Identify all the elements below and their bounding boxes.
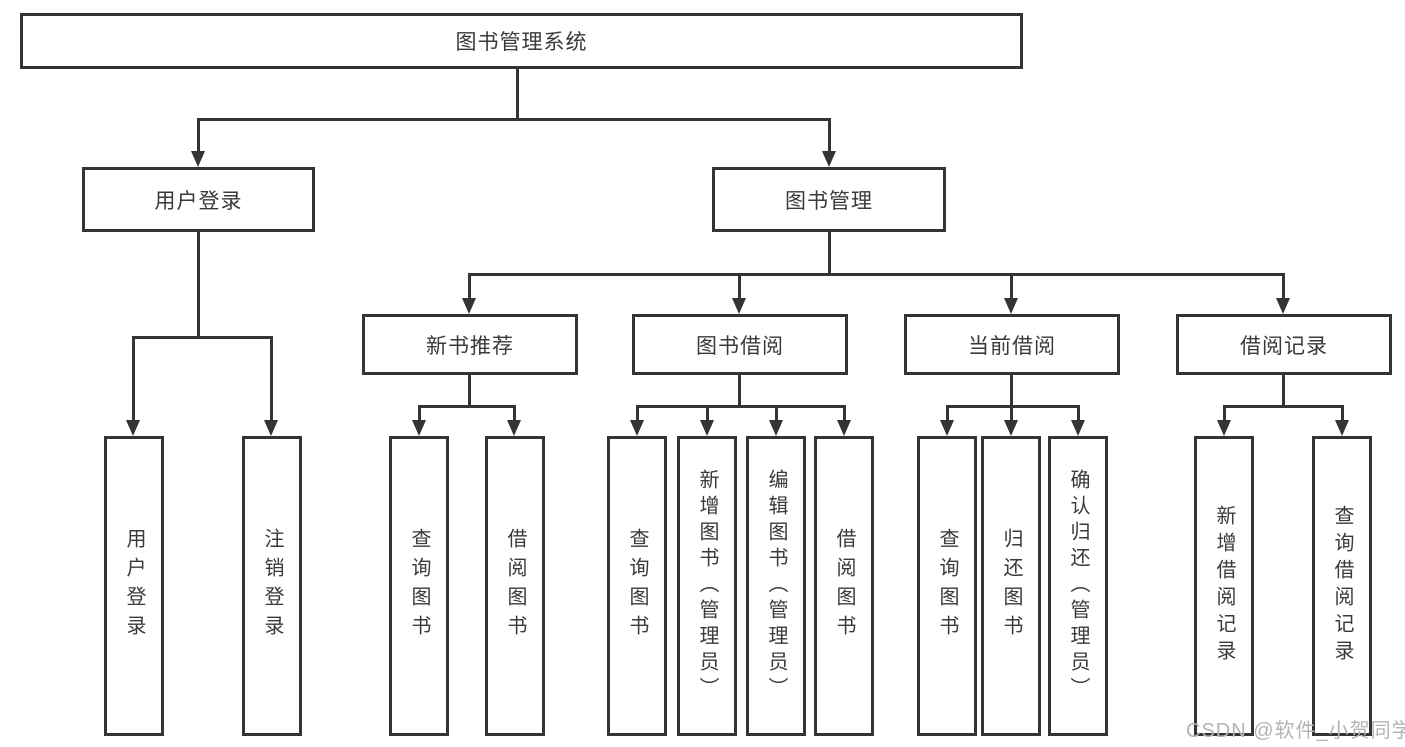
node-borrow-records: 借阅记录 [1176,314,1392,375]
arrowhead-current-icon [1004,298,1018,314]
leaf-query-books-borrow: 查询图书 [607,436,667,736]
connector-current-bar [946,405,1080,408]
connector-drop-leaf-logout [270,336,273,424]
leaf-borrow-books: 借阅图书 [814,436,874,736]
node-current-borrow: 当前借阅 [904,314,1120,375]
connector-drop-leaf-user-login [132,336,135,424]
leaf-user-login: 用户登录 [104,436,164,736]
leaf-add-book-admin: 新增图书（管理员） [677,436,737,736]
arrowhead-book-management-icon [822,151,836,167]
leaf-edit-book-admin: 编辑图书（管理员） [746,436,806,736]
connector-records-stem [1282,375,1285,405]
connector-drop-recommend [468,273,471,302]
arrowhead-icon [700,420,714,436]
node-user-login: 用户登录 [82,167,315,232]
arrowhead-icon [769,420,783,436]
connector-drop [636,405,639,424]
arrowhead-icon [1004,420,1018,436]
arrowhead-icon [837,420,851,436]
node-book-borrow: 图书借阅 [632,314,848,375]
connector-drop [946,405,949,424]
arrowhead-recommend-icon [462,298,476,314]
connector-level3-bar [468,273,1285,276]
arrowhead-icon [1071,420,1085,436]
leaf-confirm-return-admin: 确认归还（管理员） [1048,436,1108,736]
connector-records-bar [1223,405,1344,408]
connector-recommend-stem [468,375,471,405]
connector-recommend-bar [418,405,516,408]
connector-drop-borrow [738,273,741,302]
leaf-query-books-current: 查询图书 [917,436,977,736]
connector-borrow-bar [636,405,846,408]
connector-drop [513,405,516,424]
connector-drop [418,405,421,424]
connector-current-stem [1010,375,1013,405]
connector-drop [775,405,778,424]
leaf-return-books: 归还图书 [981,436,1041,736]
connector-user-login-bar [132,336,273,339]
connector-borrow-stem [738,375,741,405]
leaf-query-borrow-record: 查询借阅记录 [1312,436,1372,736]
leaf-borrow-books-recommend: 借阅图书 [485,436,545,736]
arrowhead-borrow-icon [732,298,746,314]
leaf-add-borrow-record: 新增借阅记录 [1194,436,1254,736]
arrowhead-records-icon [1276,298,1290,314]
connector-root-stem [516,69,519,118]
leaf-logout: 注销登录 [242,436,302,736]
arrowhead-icon [1335,420,1349,436]
connector-drop [843,405,846,424]
arrowhead-icon [940,420,954,436]
arrowhead-icon [412,420,426,436]
csdn-watermark: CSDN @软件_小贺同学 [1186,720,1405,742]
connector-drop-records [1282,273,1285,302]
connector-level2-bar [197,118,831,121]
connector-drop-book-management [828,118,831,155]
connector-book-management-stem [828,232,831,273]
arrowhead-leaf-user-login-icon [126,420,140,436]
leaf-query-books-recommend: 查询图书 [389,436,449,736]
connector-user-login-stem [197,232,200,336]
arrowhead-leaf-logout-icon [264,420,278,436]
arrowhead-user-login-icon [191,151,205,167]
connector-drop [706,405,709,424]
node-root: 图书管理系统 [20,13,1023,69]
connector-drop [1223,405,1226,424]
arrowhead-icon [630,420,644,436]
arrowhead-icon [507,420,521,436]
connector-drop [1341,405,1344,424]
connector-drop [1077,405,1080,424]
connector-drop [1010,405,1013,424]
connector-drop-current [1010,273,1013,302]
arrowhead-icon [1217,420,1231,436]
node-new-book-recommend: 新书推荐 [362,314,578,375]
connector-drop-user-login [197,118,200,155]
node-book-management: 图书管理 [712,167,946,232]
